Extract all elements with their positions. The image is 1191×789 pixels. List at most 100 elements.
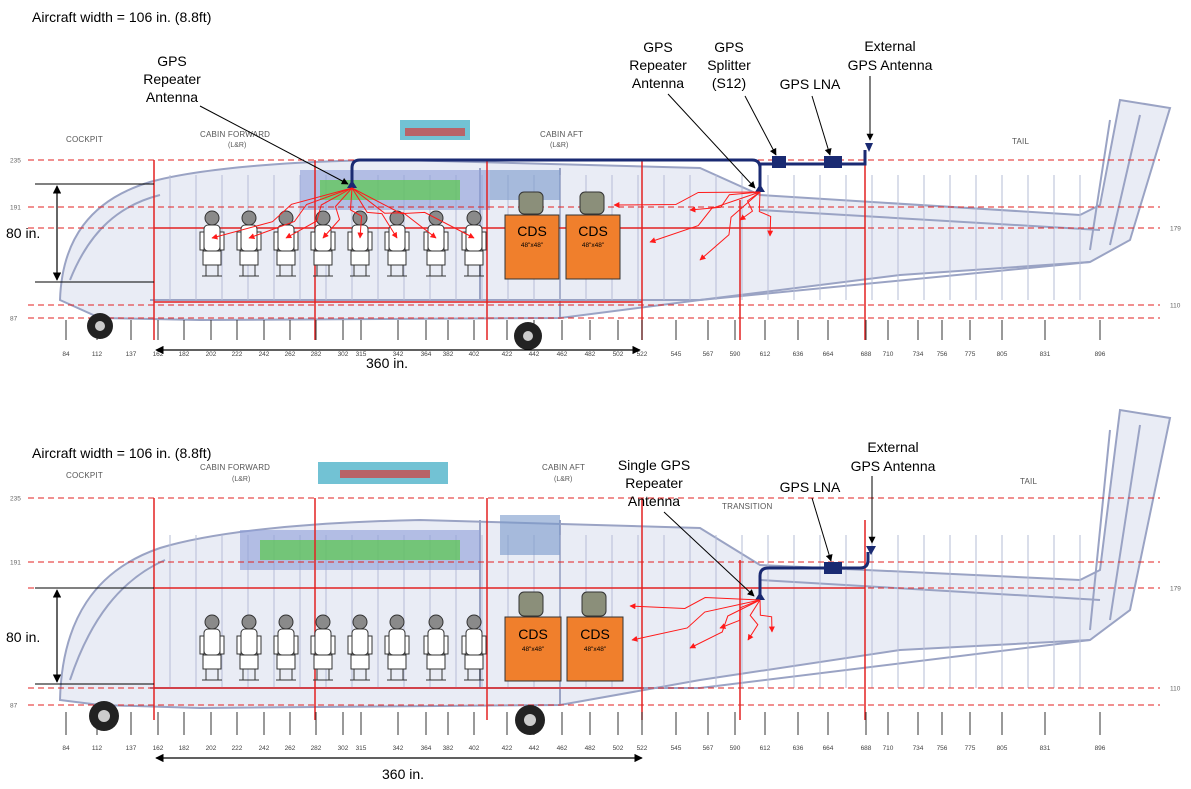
bottom-zone-transition: TRANSITION bbox=[722, 502, 772, 511]
top-callout-left-line1: GPS bbox=[157, 53, 187, 69]
signal-ray bbox=[631, 599, 761, 642]
station-label: 364 bbox=[421, 745, 432, 752]
top-callout-external-line1: External bbox=[864, 38, 915, 54]
signal-ray bbox=[351, 187, 437, 239]
station-label: 402 bbox=[469, 745, 480, 752]
bottom-callout-external: External GPS Antenna bbox=[851, 439, 936, 544]
station-label: 112 bbox=[92, 745, 103, 752]
station-label: 502 bbox=[613, 745, 624, 752]
signal-ray bbox=[699, 191, 761, 261]
station-label: 502 bbox=[613, 351, 624, 358]
signal-ray bbox=[349, 187, 364, 239]
station-label: 688 bbox=[861, 351, 872, 358]
station-label: 137 bbox=[126, 351, 137, 358]
signal-ray bbox=[211, 187, 353, 240]
troop-seat bbox=[310, 210, 336, 277]
top-zone-cabin-forward: CABIN FORWARD bbox=[200, 130, 270, 139]
station-label: 896 bbox=[1095, 745, 1106, 752]
station-label: 342 bbox=[393, 351, 404, 358]
bottom-height-label: 80 in. bbox=[6, 629, 40, 645]
bottom-zone-tail: TAIL bbox=[1020, 477, 1037, 486]
signal-ray bbox=[351, 187, 398, 239]
top-zone-cabin-aft: CABIN AFT bbox=[540, 130, 583, 139]
top-zone-cabin-aft-sub: (L&R) bbox=[550, 142, 568, 149]
bottom-zone-cabin-aft: CABIN AFT bbox=[542, 463, 585, 472]
station-label: 422 bbox=[502, 351, 513, 358]
bottom-sections bbox=[153, 498, 866, 720]
signal-ray bbox=[719, 599, 761, 629]
troop-seat bbox=[236, 614, 262, 681]
station-label: 590 bbox=[730, 351, 741, 358]
signal-ray bbox=[285, 187, 353, 239]
bottom-callout-single: Single GPS Repeater Antenna bbox=[618, 457, 755, 597]
station-label: 612 bbox=[760, 745, 771, 752]
bottom-width-note: Aircraft width = 106 in. (8.8ft) bbox=[32, 445, 211, 461]
bottom-cds-right-label: CDS bbox=[580, 626, 610, 642]
station-label: 364 bbox=[421, 351, 432, 358]
top-callout-external-line2: GPS Antenna bbox=[848, 57, 933, 73]
waterline-label: 235 bbox=[10, 496, 21, 503]
station-label: 545 bbox=[671, 351, 682, 358]
top-zone-cockpit: COCKPIT bbox=[66, 135, 103, 144]
top-callout-splitter-line1: GPS bbox=[714, 39, 744, 55]
troop-seat bbox=[347, 614, 373, 681]
signal-ray bbox=[322, 187, 353, 239]
station-label: 242 bbox=[259, 745, 270, 752]
top-panel: Aircraft width = 106 in. (8.8ft) COCKPIT… bbox=[6, 9, 1181, 371]
station-label: 162 bbox=[153, 745, 164, 752]
station-label: 202 bbox=[206, 351, 217, 358]
waterline-label: 179 bbox=[1170, 586, 1181, 593]
top-cds-right-size: 48"x48" bbox=[582, 242, 605, 249]
top-gps-cable-ext bbox=[758, 150, 867, 168]
station-label: 222 bbox=[232, 745, 243, 752]
station-label: 734 bbox=[913, 745, 924, 752]
station-label: 482 bbox=[585, 745, 596, 752]
station-label: 315 bbox=[356, 351, 367, 358]
signal-ray bbox=[759, 599, 775, 633]
station-label: 422 bbox=[502, 745, 513, 752]
bottom-external-antenna-icon bbox=[866, 546, 876, 555]
top-sections bbox=[153, 160, 866, 340]
station-label: 664 bbox=[823, 745, 834, 752]
waterline-label: 87 bbox=[10, 703, 18, 710]
bottom-callout-single-line2: Repeater bbox=[625, 475, 683, 491]
bottom-callout-single-line1: Single GPS bbox=[618, 457, 690, 473]
top-length-label: 360 in. bbox=[366, 355, 408, 371]
top-callout-mid-line2: Repeater bbox=[629, 57, 687, 73]
troop-seat bbox=[310, 614, 336, 681]
bottom-single-repeater-antenna-icon bbox=[755, 592, 765, 600]
station-label: 315 bbox=[356, 745, 367, 752]
top-callout-mid-line1: GPS bbox=[643, 39, 673, 55]
station-label: 545 bbox=[671, 745, 682, 752]
waterline-label: 87 bbox=[10, 316, 18, 323]
bottom-zone-cockpit: COCKPIT bbox=[66, 471, 103, 480]
signal-ray bbox=[351, 187, 475, 239]
top-height-dimension: 80 in. bbox=[6, 183, 154, 283]
station-label: 442 bbox=[529, 745, 540, 752]
signal-ray bbox=[758, 191, 774, 237]
station-label: 896 bbox=[1095, 351, 1106, 358]
bottom-length-label: 360 in. bbox=[382, 766, 424, 782]
top-width-note: Aircraft width = 106 in. (8.8ft) bbox=[32, 9, 211, 25]
top-callout-lna-text: GPS LNA bbox=[780, 76, 841, 92]
top-cds-right: CDS 48"x48" bbox=[565, 191, 621, 280]
station-label: 302 bbox=[338, 745, 349, 752]
station-label: 342 bbox=[393, 745, 404, 752]
station-label: 831 bbox=[1040, 745, 1051, 752]
station-label: 84 bbox=[62, 745, 70, 752]
top-callout-splitter: GPS Splitter (S12) bbox=[707, 39, 777, 156]
station-label: 482 bbox=[585, 351, 596, 358]
bottom-callout-external-line2: GPS Antenna bbox=[851, 458, 936, 474]
bottom-cds-left-label: CDS bbox=[518, 626, 548, 642]
top-callout-splitter-line2: Splitter bbox=[707, 57, 751, 73]
station-label: 282 bbox=[311, 351, 322, 358]
bottom-cds-right: CDS 48"x48" bbox=[566, 591, 624, 682]
waterline-label: 110 bbox=[1170, 303, 1181, 310]
top-repeater-antenna-mid-icon bbox=[755, 184, 765, 192]
bottom-gps-lna bbox=[824, 562, 842, 574]
top-callout-mid-line3: Antenna bbox=[632, 75, 684, 91]
